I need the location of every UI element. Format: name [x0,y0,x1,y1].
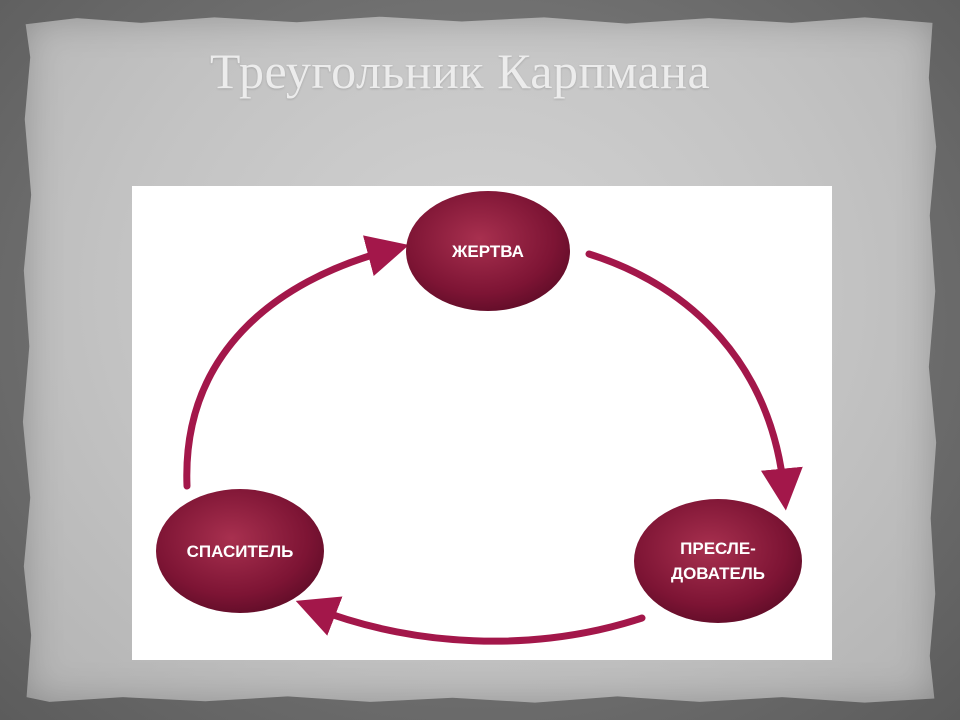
slide-title: Треугольник Карпмана [209,43,711,99]
node-rescuer: СПАСИТЕЛЬ [156,489,324,613]
node-rescuer-label: СПАСИТЕЛЬ [187,542,294,561]
karpman-diagram: ЖЕРТВА ПРЕСЛЕ- ДОВАТЕЛЬ СПАСИТЕЛЬ [156,191,803,645]
node-persecutor-label-line1: ПРЕСЛЕ- [680,539,756,558]
arrow-rescuer-to-victim [183,235,409,490]
node-persecutor: ПРЕСЛЕ- ДОВАТЕЛЬ [634,499,802,623]
arrow-victim-to-persecutor [585,250,803,511]
node-persecutor-label-line2: ДОВАТЕЛЬ [671,564,765,583]
node-victim: ЖЕРТВА [406,191,570,311]
diagram-panel: ЖЕРТВА ПРЕСЛЕ- ДОВАТЕЛЬ СПАСИТЕЛЬ [132,186,832,660]
node-victim-label: ЖЕРТВА [451,242,524,261]
arrow-persecutor-to-rescuer [295,596,646,645]
